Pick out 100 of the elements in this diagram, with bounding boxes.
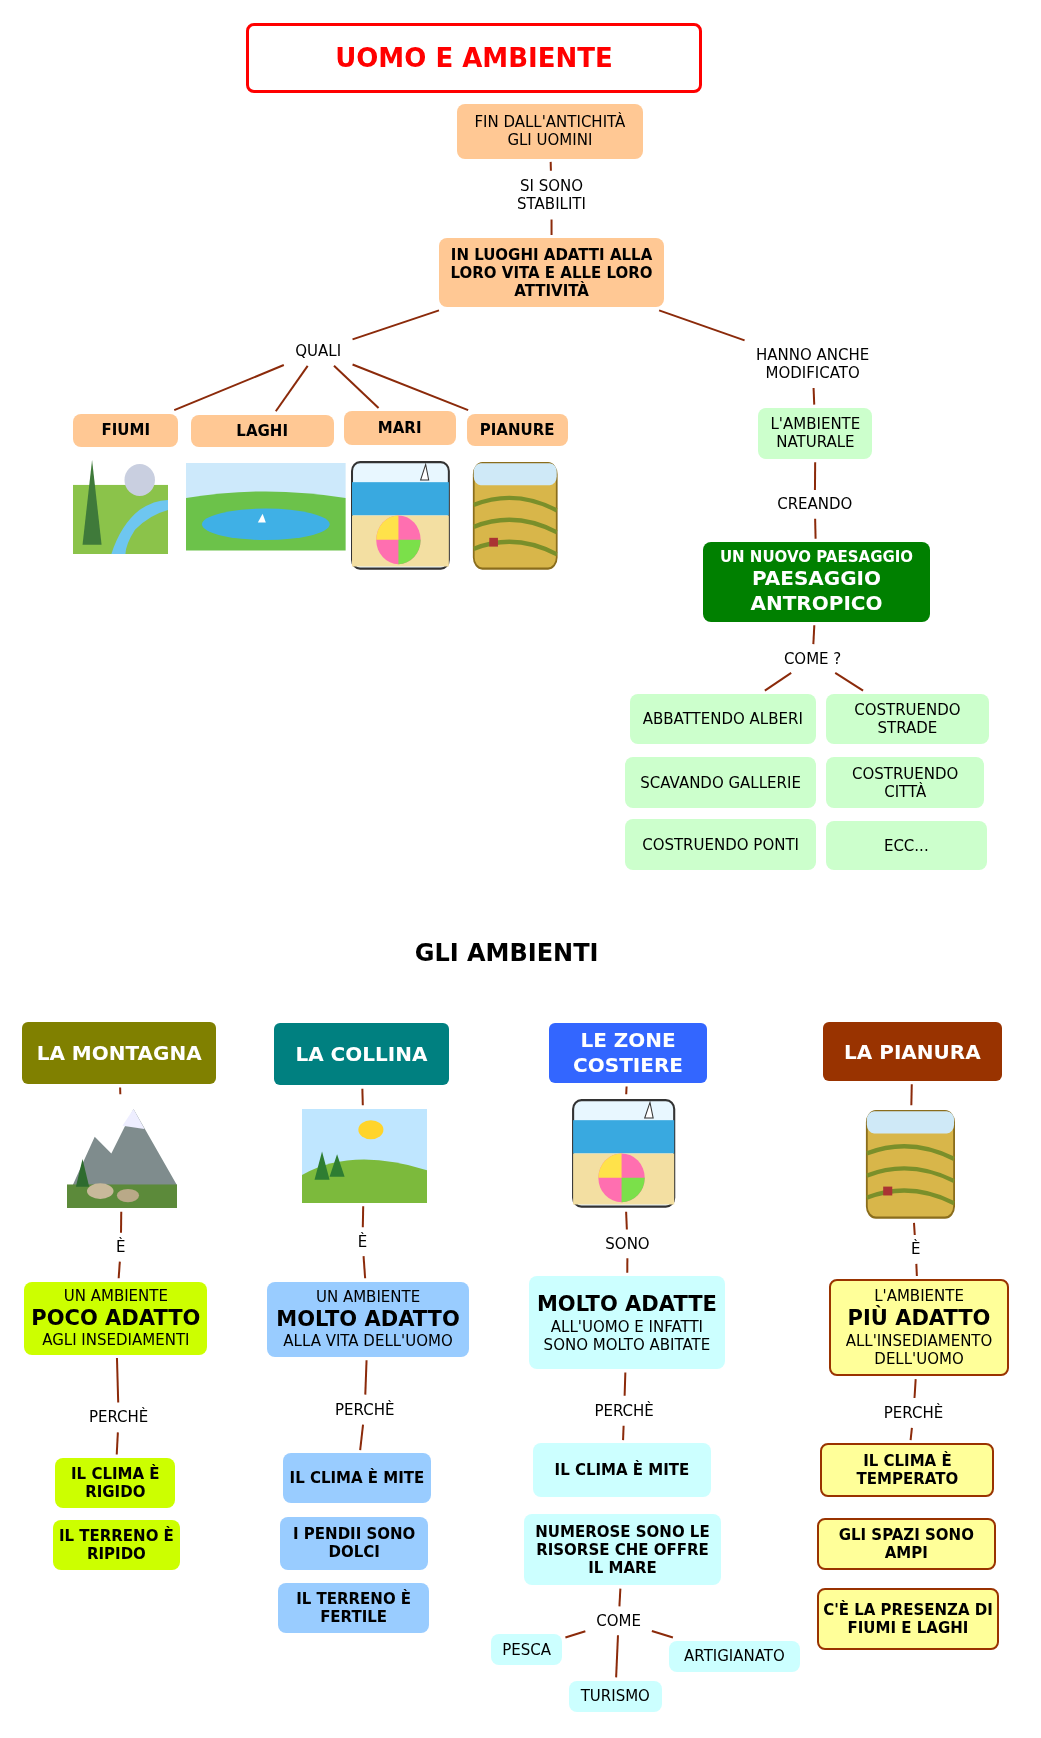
concept-text: LA MONTAGNA — [36, 1041, 202, 1066]
connector-line — [115, 1431, 119, 1456]
concept-box — [533, 1443, 711, 1497]
connector-line — [622, 1424, 625, 1442]
concept-box — [668, 1640, 801, 1672]
concept-text: PIANURE — [479, 420, 555, 439]
connector-line — [564, 1630, 587, 1639]
connector-line — [618, 1587, 622, 1608]
concept-text: IL CLIMA È RIGIDO — [70, 1464, 161, 1501]
concept-text: ARTIGIANATO — [684, 1647, 785, 1666]
connector-line — [115, 1357, 120, 1404]
connector-line — [117, 1260, 121, 1280]
concept-text: LE ZONE COSTIERE — [572, 1028, 684, 1079]
concept-text: I PENDII SONO DOLCI — [292, 1525, 417, 1562]
connector-line — [626, 1257, 629, 1274]
connector-line — [814, 517, 817, 540]
title: UOMO E AMBIENTE — [335, 41, 613, 75]
concept-box — [282, 1453, 432, 1504]
concept-text: IL CLIMA È MITE — [289, 1469, 425, 1488]
concept-box — [825, 821, 987, 871]
concept-box — [825, 694, 989, 744]
concept-box — [820, 1443, 995, 1497]
connector-line — [913, 1221, 916, 1236]
concept-text: FIN DALL'ANTICHITÀ GLI UOMINI — [473, 113, 627, 150]
concept-box — [524, 1514, 721, 1586]
concept-text: UN AMBIENTE — [63, 1287, 168, 1305]
concept-text: C'È LA PRESENZA DI FIUMI E LAGHI — [823, 1600, 993, 1637]
concept-text: IL CLIMA È MITE — [554, 1461, 690, 1479]
connector-line — [549, 160, 552, 172]
concept-text: PIÙ ADATTO — [847, 1305, 991, 1332]
concept-box — [53, 1519, 180, 1570]
concept-text: AGLI INSEDIAMENTI — [42, 1331, 190, 1350]
connector-line — [615, 1634, 619, 1679]
concept-box — [568, 1680, 662, 1712]
connector-line — [650, 1630, 674, 1639]
concept-box — [825, 757, 985, 809]
concept-text: COSTRUENDO STRADE — [853, 700, 962, 737]
concept-box — [528, 1276, 726, 1370]
connector-line — [364, 1359, 368, 1396]
concept-text: ECC... — [883, 836, 929, 855]
connector-line — [763, 671, 793, 692]
connector-line — [362, 1255, 367, 1280]
concept-text: UN NUOVO PAESAGGIO — [719, 548, 914, 566]
connector-line — [812, 624, 816, 646]
concept-box — [273, 1023, 449, 1086]
concept-text: POCO ADATTO — [31, 1305, 201, 1332]
concept-text: MARI — [377, 418, 422, 437]
concept-box — [817, 1517, 996, 1570]
concept-box — [491, 1634, 563, 1666]
connector-line — [813, 461, 817, 491]
connector-line — [274, 364, 309, 413]
concept-box — [629, 694, 816, 744]
concept-box — [439, 238, 665, 308]
concept-box — [24, 1281, 208, 1355]
concept-text: LA COLLINA — [295, 1042, 428, 1067]
concept-text: L'AMBIENTE — [874, 1287, 964, 1306]
concept-text: IN LUOGHI ADATTI ALLA LORO VITA E ALLE LORO ATTIVITÀ — [449, 245, 654, 300]
hill-picture — [301, 1108, 427, 1203]
connector-line — [361, 1087, 364, 1107]
connector-line — [550, 218, 553, 237]
concept-text: L'AMBIENTE NATURALE — [769, 415, 862, 452]
concept-text: NUMEROSE SONO LE RISORSE CHE OFFRE IL MARE — [534, 1522, 711, 1577]
concept-box — [822, 1022, 1003, 1081]
concept-text: PESCA — [502, 1640, 551, 1659]
concept-box — [280, 1516, 428, 1570]
concept-text: ALL'INSEDIAMENTO DELL'UOMO — [844, 1331, 994, 1368]
connector-line — [913, 1378, 917, 1399]
concept-box — [466, 413, 568, 446]
connector-line — [119, 1086, 122, 1096]
concept-text: ALLA VITA DELL'UOMO — [283, 1332, 453, 1351]
concept-box — [817, 1587, 999, 1650]
concept-text: MOLTO ADATTO — [276, 1306, 460, 1333]
concept-text: IL TERRENO È FERTILE — [295, 1590, 413, 1627]
concept-text: ABBATTENDO ALBERI — [642, 709, 803, 728]
concept-text: UN AMBIENTE — [315, 1288, 421, 1307]
concept-text: GLI SPAZI SONO AMPI — [837, 1525, 975, 1562]
concept-box — [278, 1583, 429, 1633]
concept-box — [267, 1281, 469, 1357]
concept-text: FIUMI — [101, 421, 151, 440]
connector-line — [359, 1423, 365, 1452]
plain-picture — [864, 1108, 956, 1220]
connector-line — [351, 363, 470, 412]
connector-line — [625, 1210, 628, 1231]
section-heading: GLI AMBIENTI — [413, 937, 600, 969]
concept-text: PAESAGGIO ANTROPICO — [749, 566, 884, 616]
concept-box — [190, 414, 334, 447]
connector-line — [910, 1083, 913, 1107]
concept-text: SCAVANDO GALLERIE — [640, 773, 801, 792]
concept-text: IL TERRENO È RIPIDO — [57, 1526, 175, 1563]
connector-line — [915, 1262, 918, 1278]
connector-line — [812, 387, 816, 406]
connector-line — [361, 1205, 365, 1229]
beach-picture — [570, 1097, 677, 1209]
connector-line — [333, 364, 380, 409]
concept-text: COSTRUENDO CITTÀ — [850, 764, 960, 801]
concept-box — [625, 819, 816, 871]
connector-line — [623, 1371, 627, 1397]
concept-text: MOLTO ADATTE — [536, 1291, 717, 1318]
connector-line — [351, 309, 440, 341]
connector-line — [834, 671, 865, 692]
